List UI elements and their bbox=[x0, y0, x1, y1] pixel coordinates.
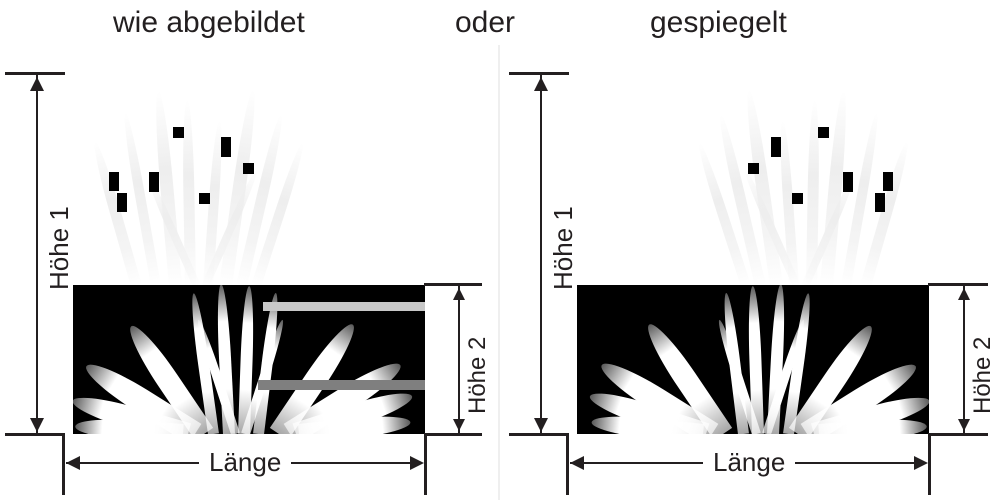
plant-mark bbox=[818, 127, 829, 138]
ext-line-vert-right bbox=[566, 433, 569, 495]
ext-line-vert-right-left-panel bbox=[424, 433, 427, 495]
dim-label-laenge-left: Länge bbox=[199, 449, 292, 475]
arrow-up-hoehe2-left bbox=[453, 288, 465, 300]
heading-conjunction: oder bbox=[455, 6, 516, 39]
ext-line-bottom-right bbox=[509, 433, 569, 436]
dim-label-hoehe1-left: Höhe 1 bbox=[44, 206, 74, 290]
arrow-right-laenge-left bbox=[410, 456, 424, 470]
ext-line-bottom-left bbox=[5, 433, 65, 436]
plant-mark bbox=[109, 172, 119, 191]
ext-line-pot-top-right bbox=[928, 283, 988, 286]
plant-mark bbox=[221, 137, 231, 157]
arrow-up-hoehe2-right bbox=[958, 288, 970, 300]
plant-mark bbox=[149, 172, 159, 192]
arrow-left-laenge-left bbox=[66, 456, 80, 470]
arrow-down-hoehe1-right bbox=[534, 418, 548, 432]
plant-mark bbox=[173, 127, 184, 138]
plant-mark bbox=[792, 193, 803, 204]
arrow-up-hoehe1-left bbox=[30, 77, 44, 91]
arrow-down-hoehe2-left bbox=[453, 419, 465, 431]
plant-mark bbox=[771, 137, 781, 157]
arrow-up-hoehe1-right bbox=[534, 77, 548, 91]
ext-line-top-left bbox=[5, 72, 65, 75]
panel-divider bbox=[498, 45, 500, 500]
ext-line-pot-bottom-right bbox=[928, 433, 988, 436]
arrow-down-hoehe2-right bbox=[958, 419, 970, 431]
plant-mark bbox=[243, 163, 254, 174]
pot-block-left bbox=[73, 285, 425, 434]
ext-line-pot-top-left bbox=[424, 283, 482, 286]
arrow-right-laenge-right bbox=[914, 456, 928, 470]
plant-mark bbox=[875, 193, 885, 212]
plant-mark bbox=[117, 193, 127, 212]
plant-photo-left bbox=[73, 80, 425, 286]
accent-bar-light bbox=[263, 302, 425, 311]
accent-bar-dark bbox=[258, 380, 425, 390]
heading-as-shown: wie abgebildet bbox=[113, 6, 305, 39]
plant-mark bbox=[883, 172, 893, 191]
dim-line-hoehe1-right bbox=[540, 75, 542, 433]
plant-mark bbox=[748, 163, 759, 174]
pot-plant-right bbox=[577, 285, 929, 434]
pot-block-right bbox=[577, 285, 929, 434]
dim-label-hoehe1-right: Höhe 1 bbox=[548, 206, 578, 290]
arrow-left-laenge-right bbox=[570, 456, 584, 470]
ext-line-vert-right-right-panel bbox=[928, 433, 931, 495]
plant-photo-right bbox=[577, 80, 929, 286]
dim-label-laenge-right: Länge bbox=[703, 449, 796, 475]
dim-line-hoehe1-left bbox=[36, 75, 38, 433]
dim-label-hoehe2-left: Höhe 2 bbox=[464, 336, 491, 414]
dim-line-hoehe2-right bbox=[963, 286, 965, 433]
plant-mark bbox=[199, 193, 210, 204]
ext-line-pot-bottom-left bbox=[424, 433, 482, 436]
ext-line-vert-left bbox=[62, 433, 65, 495]
ext-line-top-right bbox=[509, 72, 569, 75]
arrow-down-hoehe1-left bbox=[30, 418, 44, 432]
plant-stems-right bbox=[577, 80, 929, 286]
plant-mark bbox=[843, 172, 853, 192]
dim-label-hoehe2-right: Höhe 2 bbox=[969, 336, 996, 414]
plant-stems-left bbox=[73, 80, 425, 286]
dim-line-hoehe2-left bbox=[458, 286, 460, 433]
heading-mirrored: gespiegelt bbox=[650, 6, 787, 39]
